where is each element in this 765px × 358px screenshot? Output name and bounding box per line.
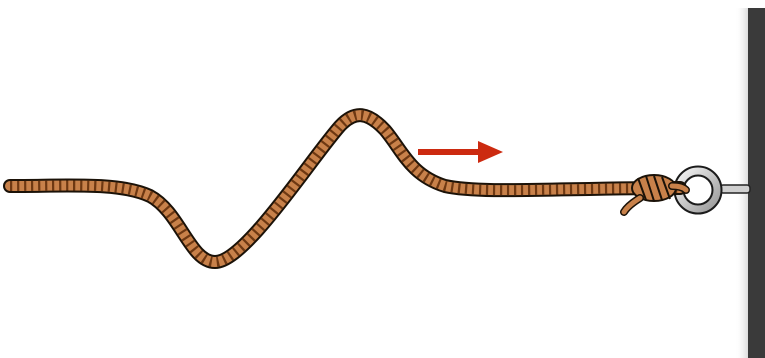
rope-knot	[620, 174, 690, 216]
wall	[735, 8, 765, 358]
rope-twist-strands	[9, 110, 681, 268]
twisted-rope	[3, 108, 687, 270]
direction-arrow-right	[418, 141, 503, 163]
